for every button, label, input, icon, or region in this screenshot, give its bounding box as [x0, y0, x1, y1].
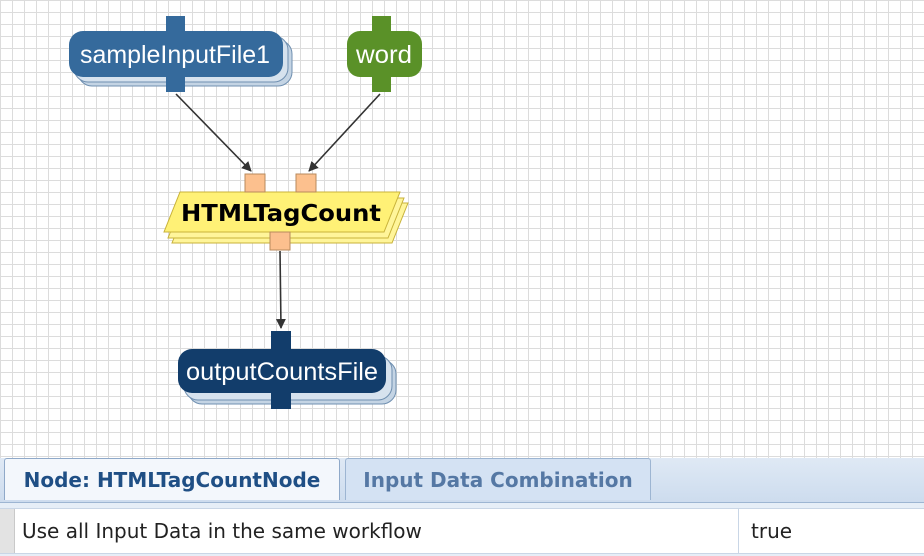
- node-htmltagcount-label: HTMLTagCount: [181, 201, 381, 227]
- node-htmltagcount-output-port[interactable]: [269, 231, 291, 251]
- property-column-divider: [738, 509, 739, 553]
- property-row[interactable]: Use all Input Data in the same workflow …: [0, 508, 924, 554]
- node-sample-input-file1-bottom-port[interactable]: [166, 74, 185, 92]
- properties-panel: Node: HTMLTagCountNode Input Data Combin…: [0, 458, 924, 556]
- property-value[interactable]: true: [751, 519, 793, 543]
- workflow-canvas[interactable]: sampleInputFile1 word HTMLTagCount o: [0, 0, 924, 458]
- node-word-top-port[interactable]: [372, 16, 391, 34]
- node-htmltagcount[interactable]: HTMLTagCount: [163, 173, 409, 251]
- node-htmltagcount-input-port-1[interactable]: [244, 173, 266, 193]
- tab-node-properties[interactable]: Node: HTMLTagCountNode: [4, 458, 340, 500]
- node-word-label: word: [355, 41, 412, 69]
- workflow-graph: sampleInputFile1 word HTMLTagCount o: [69, 16, 422, 409]
- node-sample-input-file1-body[interactable]: [69, 31, 283, 77]
- node-output-counts-file-body[interactable]: [178, 349, 386, 393]
- node-output-counts-file-bottom-port[interactable]: [271, 391, 291, 409]
- edge-task-to-output: [275, 250, 286, 329]
- edge-word-to-task: [308, 93, 381, 172]
- tab-input-data-combination[interactable]: Input Data Combination: [345, 458, 651, 500]
- property-row-handle[interactable]: [0, 509, 15, 553]
- properties-tab-bar: Node: HTMLTagCountNode Input Data Combin…: [0, 458, 924, 503]
- node-htmltagcount-body[interactable]: [163, 191, 401, 233]
- node-word-body[interactable]: [347, 31, 422, 77]
- property-name: Use all Input Data in the same workflow: [22, 519, 422, 543]
- edge-sampleinput-to-task: [175, 93, 252, 172]
- node-sample-input-file1[interactable]: sampleInputFile1: [69, 16, 293, 92]
- node-output-counts-file[interactable]: outputCountsFile: [178, 331, 397, 409]
- node-output-counts-file-label: outputCountsFile: [186, 358, 378, 386]
- node-output-counts-file-top-port[interactable]: [271, 331, 291, 349]
- node-sample-input-file1-top-port[interactable]: [166, 16, 185, 34]
- node-sample-input-file1-label: sampleInputFile1: [80, 41, 270, 69]
- node-word[interactable]: word: [347, 16, 422, 92]
- node-word-bottom-port[interactable]: [372, 74, 391, 92]
- node-htmltagcount-input-port-2[interactable]: [295, 173, 317, 193]
